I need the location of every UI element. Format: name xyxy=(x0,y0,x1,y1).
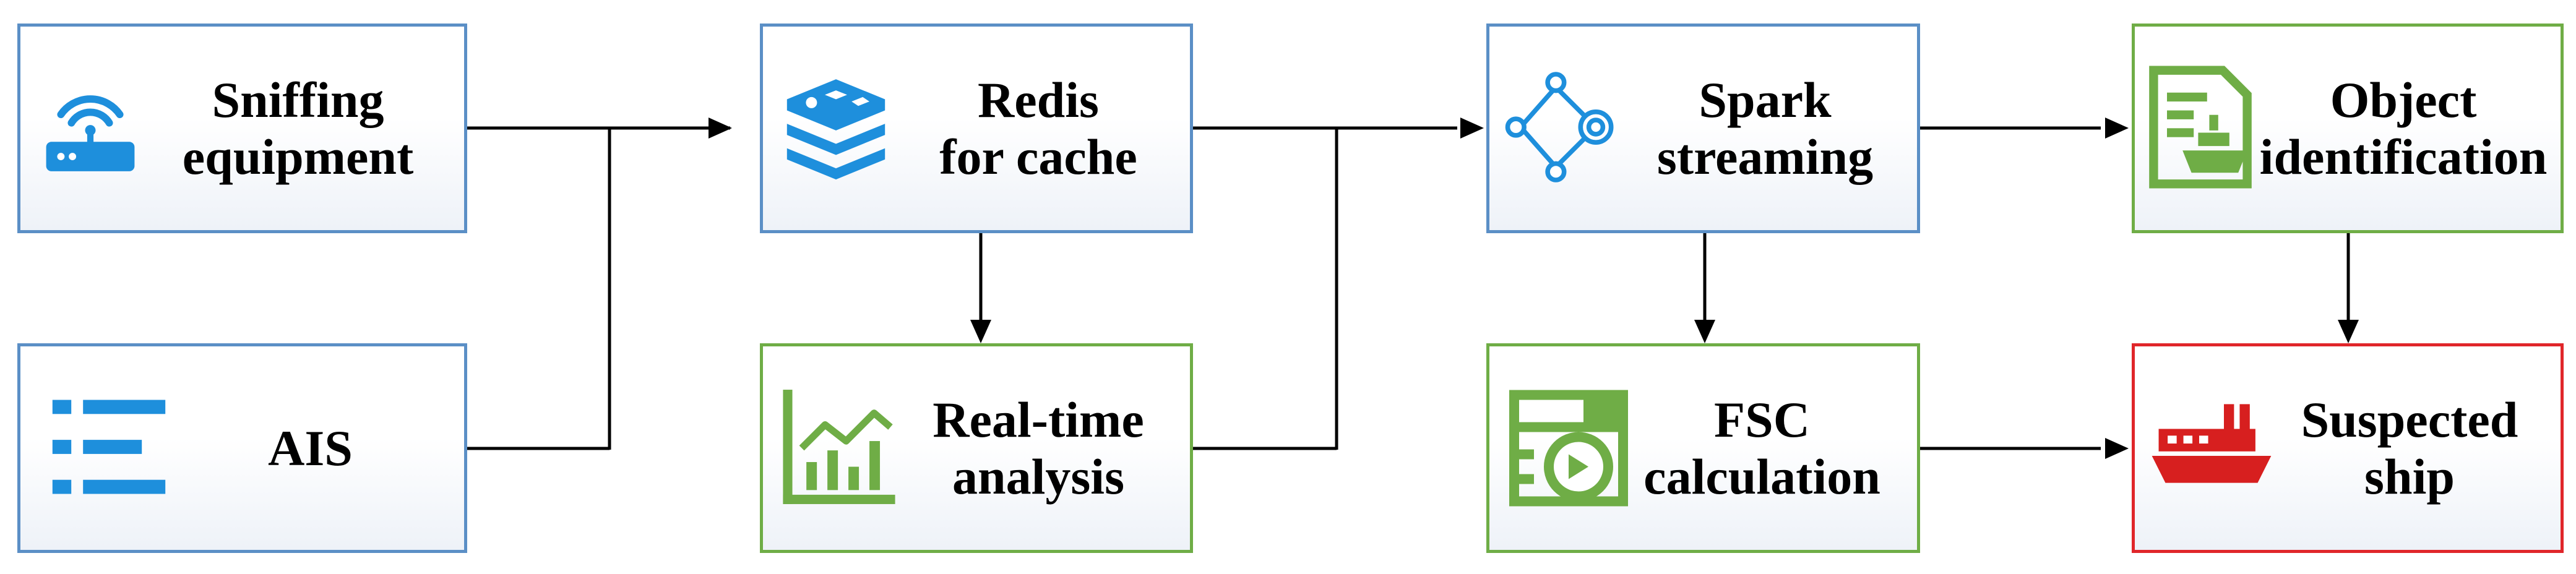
arrowhead-fsc xyxy=(1694,320,1715,343)
node-label: AIS xyxy=(169,346,452,550)
node-fsc-calculation: FSC calculation xyxy=(1486,343,1920,553)
label-line-2: ship xyxy=(2364,448,2455,505)
label-line-2: calculation xyxy=(1643,448,1880,505)
label-line-2: for cache xyxy=(939,128,1137,185)
database-stack-icon xyxy=(780,74,892,182)
label-line-2: equipment xyxy=(182,128,414,185)
label-line-1: Suspected xyxy=(2301,391,2518,448)
node-label: Real-time analysis xyxy=(899,346,1178,550)
node-label: Spark streaming xyxy=(1626,27,1905,230)
arrowhead-realtime xyxy=(970,320,991,343)
network-nodes-icon xyxy=(1502,68,1619,189)
label-line-1: FSC xyxy=(1714,391,1810,448)
node-redis-cache: Redis for cache xyxy=(760,24,1193,233)
label-line-2: analysis xyxy=(952,448,1124,505)
node-label: Sniffing equipment xyxy=(144,27,452,230)
node-sniffing-equipment: Sniffing equipment xyxy=(17,24,467,233)
bar-chart-trend-icon xyxy=(780,385,898,512)
label-line-1: Real-time xyxy=(933,391,1144,448)
node-realtime-analysis: Real-time analysis xyxy=(760,343,1193,553)
arrowhead-redis xyxy=(709,118,732,139)
label-line-1: Spark xyxy=(1699,71,1832,128)
node-label: Suspected ship xyxy=(2271,346,2548,550)
node-suspected-ship: Suspected ship xyxy=(2132,343,2564,553)
arrowhead-suspected xyxy=(2105,438,2129,459)
label-line-1: Redis xyxy=(978,71,1099,128)
label-line-1: AIS xyxy=(268,419,353,476)
node-label: Redis for cache xyxy=(899,27,1178,230)
node-spark-streaming: Spark streaming xyxy=(1486,24,1920,233)
router-icon xyxy=(38,74,143,182)
node-label: Object identification xyxy=(2259,27,2548,230)
label-line-1: Sniffing xyxy=(212,71,384,128)
label-line-2: identification xyxy=(2259,128,2548,185)
arrowhead-object xyxy=(2105,118,2129,139)
document-ship-icon xyxy=(2145,65,2256,192)
ship-icon xyxy=(2150,400,2273,496)
node-label: FSC calculation xyxy=(1619,346,1905,550)
arrowhead-spark xyxy=(1460,118,1484,139)
list-icon xyxy=(50,388,168,508)
label-line-1: Object xyxy=(2330,71,2477,128)
arrowhead-object-down xyxy=(2338,320,2359,343)
node-ais: AIS xyxy=(17,343,467,553)
node-object-identification: Object identification xyxy=(2132,24,2564,233)
calculator-screen-icon xyxy=(1507,385,1630,512)
label-line-2: streaming xyxy=(1656,128,1874,185)
